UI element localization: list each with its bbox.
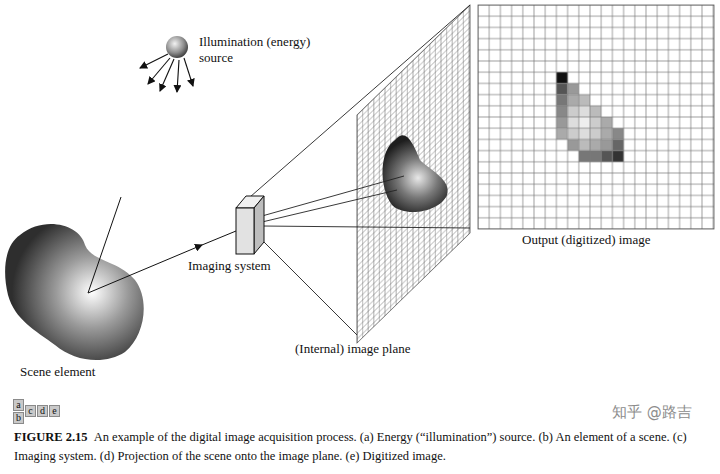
reflected-ray	[88, 245, 202, 293]
subfigure-box: c	[25, 405, 36, 417]
subfigure-letter: d	[38, 406, 47, 416]
subfigure-box: a	[13, 399, 24, 411]
reflected-ray	[202, 231, 236, 245]
scene-label: Scene element	[20, 364, 95, 380]
subfigure-letter: a	[14, 400, 22, 410]
scene-element	[5, 224, 144, 360]
image-plane	[357, 5, 470, 343]
subfigure-letter: e	[50, 406, 58, 416]
subfigure-letter: c	[26, 406, 34, 416]
figure-caption: An example of the digital image acquisit…	[14, 430, 687, 463]
subfigure-box: e	[49, 405, 60, 417]
subfigure-box: b	[13, 412, 24, 424]
digitized-image	[478, 5, 714, 229]
caption-block: FIGURE 2.15An example of the digital ima…	[14, 428, 706, 466]
output-label: Output (digitized) image	[522, 232, 651, 248]
figure-number: FIGURE 2.15	[14, 430, 88, 444]
incident-ray	[88, 197, 121, 293]
imaging-system	[236, 196, 264, 254]
subfigure-box: d	[37, 405, 48, 417]
light-rays	[140, 54, 193, 92]
energy-source	[166, 36, 188, 58]
plane-label: (Internal) image plane	[295, 341, 411, 357]
watermark: 知乎 @路吉	[612, 404, 692, 420]
source-label: Illumination (energy) source	[199, 34, 323, 66]
subfigure-letter: b	[14, 413, 23, 423]
system-label: Imaging system	[188, 258, 271, 274]
projection-lines	[250, 5, 470, 335]
